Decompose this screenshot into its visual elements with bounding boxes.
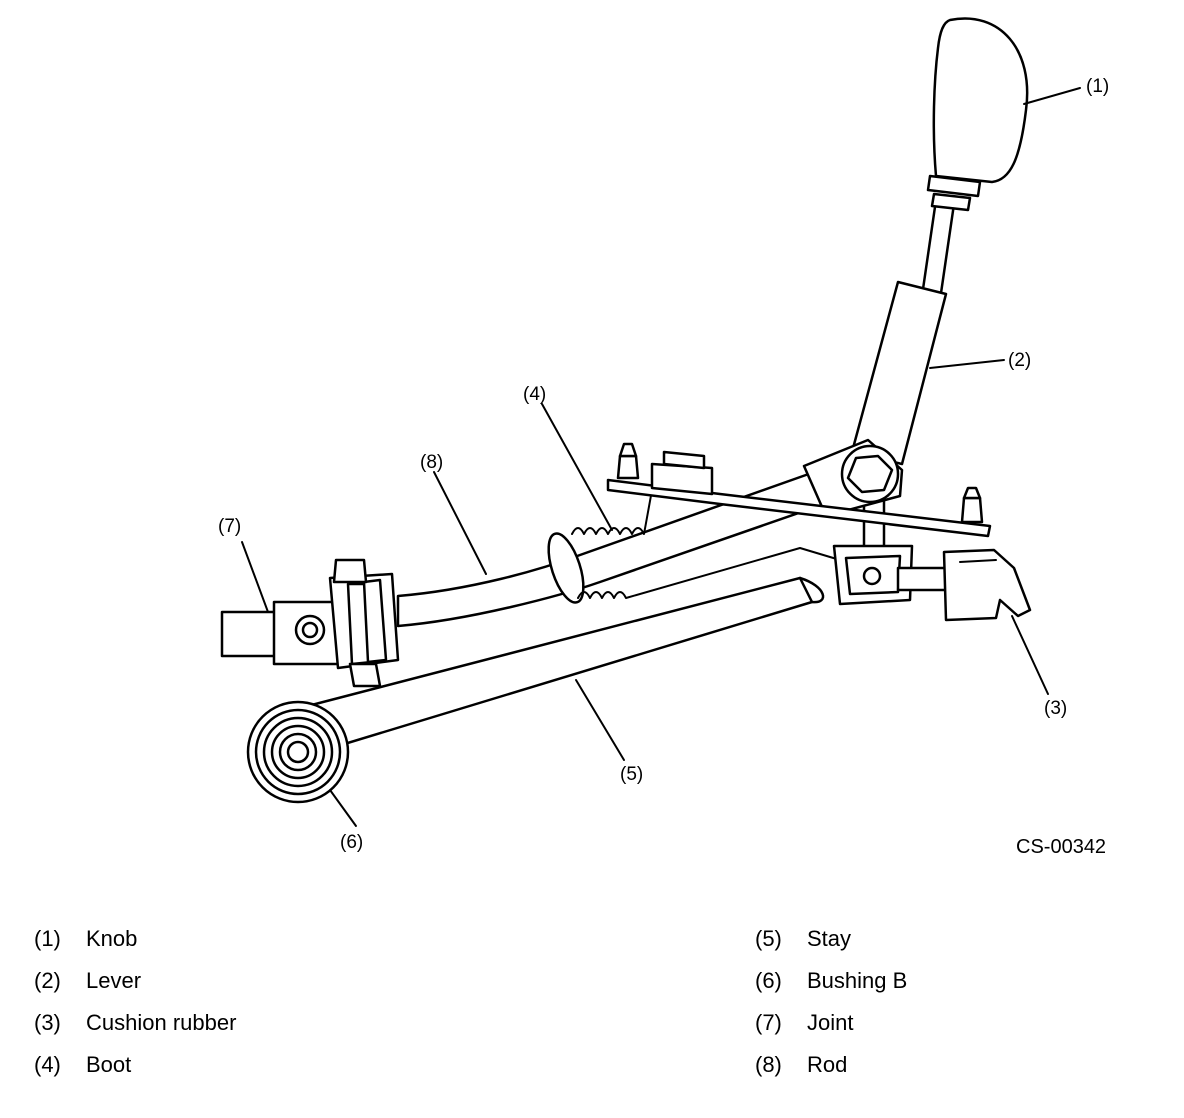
legend-number: (6) (755, 968, 782, 993)
legend-label: Boot (86, 1052, 132, 1077)
legend-item: (1) Knob (34, 926, 434, 968)
shift-lever-assembly-drawing (220, 17, 1081, 827)
callout-rod: (8) (420, 452, 444, 473)
legend-number: (3) (34, 1010, 61, 1035)
legend-number: (8) (755, 1052, 782, 1077)
lever-pivot-bracket (802, 438, 904, 518)
legend-item: (3) Cushion rubber (34, 1010, 434, 1052)
knob-part (926, 17, 1029, 212)
legend-item: (7) Joint (755, 1010, 1155, 1052)
joint-housing-right (832, 544, 962, 606)
callout-boot: (4) (523, 384, 547, 405)
callout-knob: (1) (1086, 76, 1110, 97)
legend-label: Knob (86, 926, 138, 951)
legend-number: (7) (755, 1010, 782, 1035)
legend-item: (6) Bushing B (755, 968, 1155, 1010)
cushion-rubber-part (942, 548, 1032, 622)
legend-number: (2) (34, 968, 61, 993)
upper-stay-bracket (606, 442, 992, 538)
legend-number: (4) (34, 1052, 61, 1077)
bushing-b-part (246, 700, 350, 804)
callout-stay: (5) (620, 764, 644, 785)
boot-part (547, 489, 841, 604)
callout-lever: (2) (1008, 350, 1032, 371)
callout-cushion-rubber: (3) (1044, 698, 1068, 719)
legend-right-column: (5) Stay (6) Bushing B (7) Joint (8) Rod (755, 926, 1155, 1094)
leader-lines (241, 87, 1081, 827)
callout-joint: (7) (218, 516, 242, 537)
legend-label: Stay (807, 926, 852, 951)
joint-part (220, 600, 342, 666)
callout-bushing-b: (6) (340, 832, 364, 853)
legend-label: Cushion rubber (86, 1010, 237, 1035)
legend-number: (5) (755, 926, 782, 951)
legend-label: Joint (807, 1010, 854, 1035)
legend-left-column: (1) Knob (2) Lever (3) Cushion rubber (4… (34, 926, 434, 1094)
legend-number: (1) (34, 926, 61, 951)
legend-item: (2) Lever (34, 968, 434, 1010)
legend-item: (4) Boot (34, 1052, 434, 1094)
legend-label: Bushing B (807, 968, 908, 993)
legend-item: (5) Stay (755, 926, 1155, 968)
legend-label: Rod (807, 1052, 848, 1077)
figure-code: CS-00342 (1016, 836, 1107, 858)
legend-item: (8) Rod (755, 1052, 1155, 1094)
rod-clamp (328, 558, 400, 688)
legend-label: Lever (86, 968, 142, 993)
